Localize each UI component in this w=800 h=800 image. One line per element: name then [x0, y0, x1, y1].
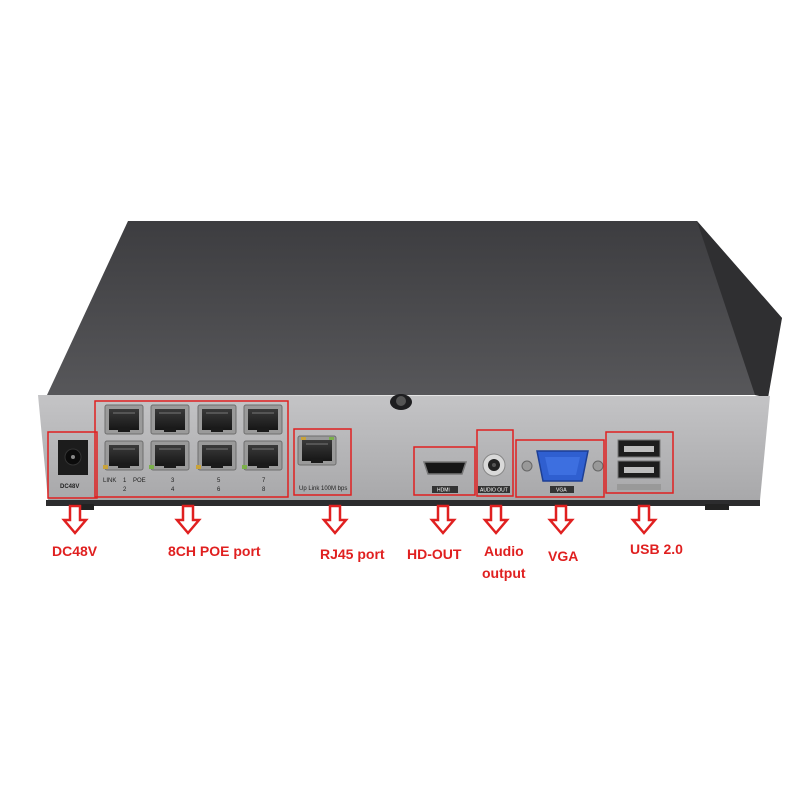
callout-labels: DC48V 8CH POE port RJ45 port HD-OUT Audi… — [52, 541, 683, 581]
highlight-boxes — [47, 400, 674, 499]
port-led — [103, 465, 108, 469]
arrow-down-icon — [483, 504, 509, 535]
vga-label: VGA — [556, 488, 567, 494]
port-led — [149, 465, 154, 469]
label-usb: USB 2.0 — [630, 541, 683, 557]
callout-arrows — [62, 504, 657, 535]
port-number-3: 3 — [171, 478, 175, 484]
label-dc48v: DC48V — [52, 543, 98, 559]
highlight-vga — [515, 439, 605, 498]
highlight-rj45 — [293, 428, 352, 496]
audio-port: AUDIO OUT — [478, 453, 510, 494]
dc-panel-label: DC48V — [60, 484, 79, 490]
chassis-foot-left — [70, 504, 94, 510]
port-number-1: 1 — [123, 478, 127, 484]
label-poe: 8CH POE port — [168, 543, 261, 559]
vga-port: VGA — [521, 450, 604, 494]
arrow-down-icon — [322, 504, 348, 535]
arrow-down-icon — [62, 504, 88, 535]
port-number-2: 2 — [123, 487, 127, 493]
chassis-foot-right — [705, 504, 729, 510]
port-number-8: 8 — [262, 487, 266, 493]
poe-port — [243, 440, 283, 471]
arrow-down-icon — [175, 504, 201, 535]
arrow-down-icon — [430, 504, 456, 535]
label-vga: VGA — [548, 548, 578, 564]
uplink-label: Up Link 100M bps — [299, 486, 347, 492]
hdmi-port: HDMI — [422, 461, 468, 494]
label-audio-line2: output — [482, 565, 526, 581]
poe-port — [243, 404, 283, 435]
highlight-poe — [94, 400, 289, 498]
uplink-port: Up Link 100M bps — [297, 435, 347, 492]
chassis-side-edge — [697, 221, 782, 398]
poe-port — [150, 404, 190, 435]
poe-port-block: LINK POE 1 3 5 7 2 4 6 8 — [103, 404, 283, 493]
port-number-5: 5 — [217, 478, 221, 484]
audio-label: AUDIO OUT — [480, 488, 508, 494]
usb-ports — [617, 439, 661, 490]
poe-port — [104, 404, 144, 435]
screw-head — [396, 396, 406, 406]
poe-port — [197, 440, 237, 471]
highlight-dc — [47, 431, 98, 499]
highlight-audio — [476, 429, 514, 497]
port-number-4: 4 — [171, 487, 175, 493]
arrow-down-icon — [548, 504, 574, 535]
arrow-down-icon — [631, 504, 657, 535]
port-led — [242, 465, 247, 469]
poe-port — [150, 440, 190, 471]
label-rj45: RJ45 port — [320, 546, 385, 562]
highlight-usb — [605, 431, 674, 494]
chassis-top — [47, 221, 782, 395]
highlight-hdmi — [413, 446, 476, 496]
label-audio-line1: Audio — [484, 543, 524, 559]
port-led — [196, 465, 201, 469]
poe-legend: POE — [133, 478, 146, 484]
port-number-6: 6 — [217, 487, 221, 493]
poe-port — [104, 440, 144, 471]
panel-shadow — [46, 500, 760, 506]
link-legend: LINK — [103, 478, 116, 484]
port-number-7: 7 — [262, 478, 266, 484]
hdmi-label: HDMI — [437, 488, 450, 494]
poe-port — [197, 404, 237, 435]
dc-jack: DC48V — [58, 440, 88, 490]
label-hdout: HD-OUT — [407, 546, 462, 562]
